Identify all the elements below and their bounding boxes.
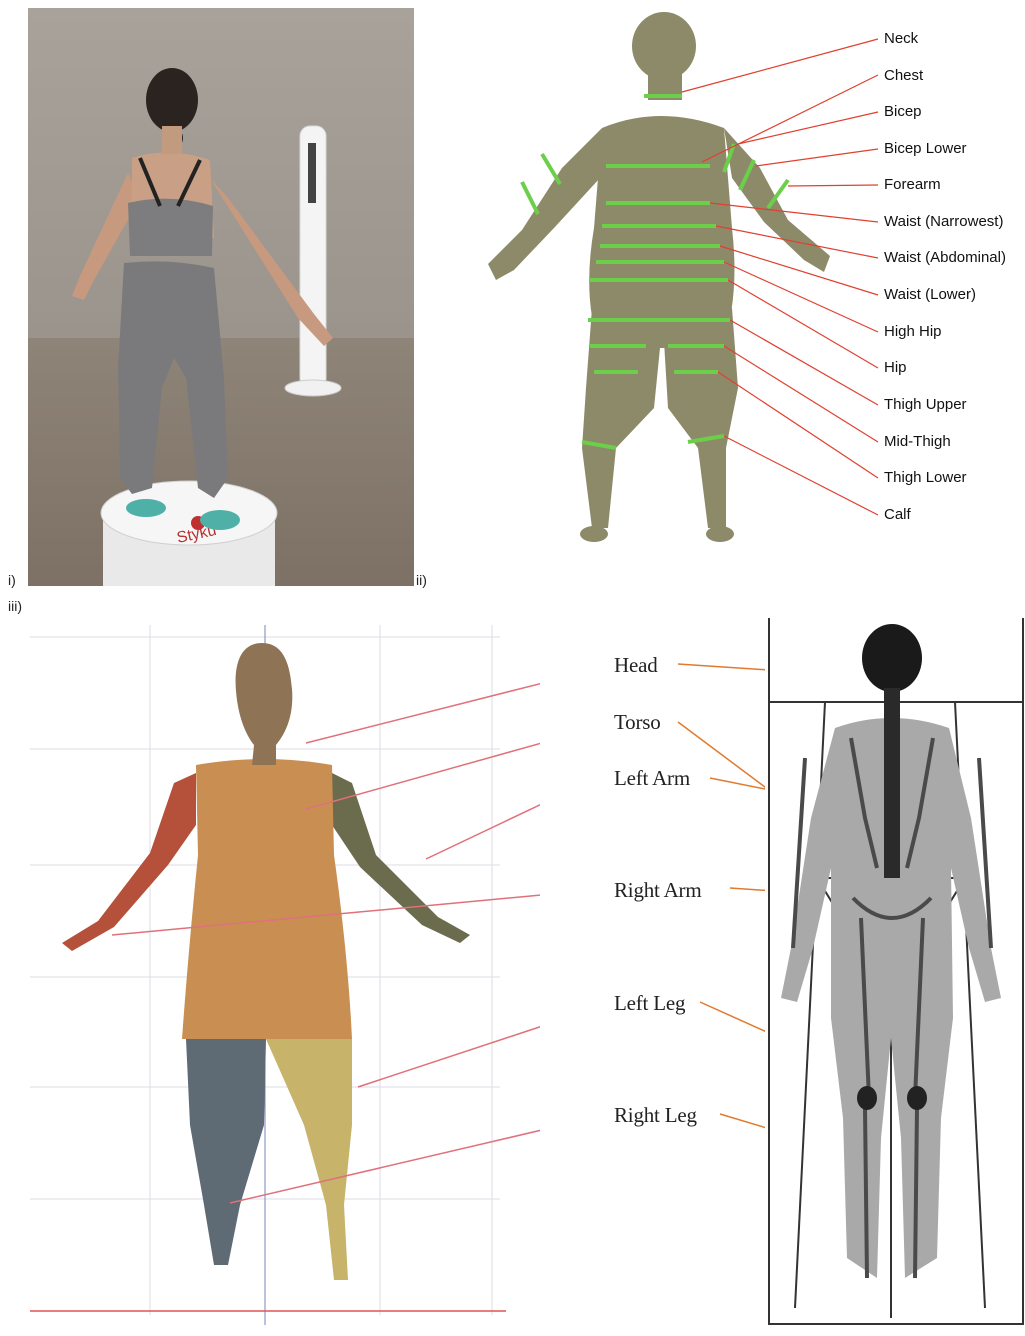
scanner-turntable: Styku — [101, 481, 277, 586]
measurement-label-chest: Chest — [884, 67, 923, 84]
segment-torso — [182, 759, 352, 1039]
measurement-label-thigh-lower: Thigh Lower — [884, 469, 967, 486]
measurement-label-high-hip: High Hip — [884, 323, 942, 340]
measurement-label-bicep: Bicep — [884, 103, 922, 120]
measurement-label-waist-abdominal: Waist (Abdominal) — [884, 249, 1006, 266]
dxa-scan-image — [765, 618, 1025, 1330]
segment-right-arm — [62, 773, 196, 951]
panel-label-i: i) — [8, 572, 16, 588]
region-label-torso: Torso — [614, 710, 661, 735]
scan-measurement-diagram: Neck Chest Bicep Bicep Lower Forearm Wai… — [470, 8, 1020, 568]
measurement-label-bicep-lower: Bicep Lower — [884, 140, 967, 157]
measurement-label-hip: Hip — [884, 359, 907, 376]
measurement-label-thigh-upper: Thigh Upper — [884, 396, 967, 413]
measurement-label-forearm: Forearm — [884, 176, 941, 193]
panel-label-ii: ii) — [416, 572, 427, 588]
ring-bicep-left — [542, 154, 560, 184]
measurement-label-calf: Calf — [884, 506, 911, 523]
segment-right-leg — [186, 1039, 266, 1265]
segmented-body-diagram — [30, 625, 540, 1330]
scan-body-avatar — [488, 12, 830, 542]
measurement-label-mid-thigh: Mid-Thigh — [884, 433, 951, 450]
ring-bicep-lower-left — [522, 182, 538, 214]
measurement-label-waist-narrowest: Waist (Narrowest) — [884, 213, 1003, 230]
segment-left-arm — [332, 773, 470, 943]
measurement-label-waist-lower: Waist (Lower) — [884, 286, 976, 303]
panel-label-iii: iii) — [8, 598, 22, 614]
segment-left-leg — [266, 1039, 352, 1280]
segment-head — [236, 643, 293, 765]
measurement-label-neck: Neck — [884, 30, 918, 47]
region-label-head: Head — [614, 653, 658, 678]
scanner-photo: Styku — [28, 8, 414, 586]
